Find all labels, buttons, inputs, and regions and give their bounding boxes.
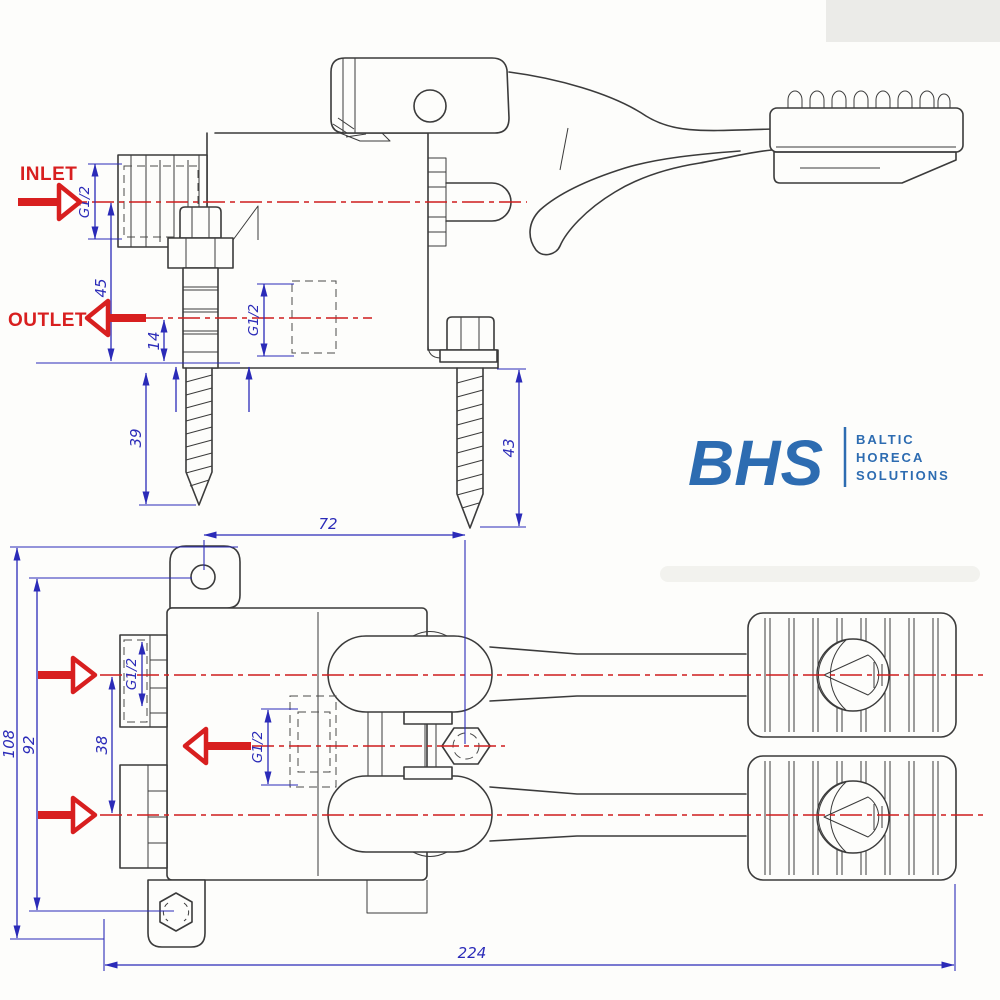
mounting-bolt-right <box>439 316 498 363</box>
dim-label-72: 72 <box>318 515 337 533</box>
dim-224: 224 <box>103 884 956 971</box>
dim-label-outlet-thread-plan: G1/2 <box>250 731 266 763</box>
dim-14: 14 <box>145 319 168 362</box>
plan-outlet-arrow <box>182 726 251 766</box>
dim-label-45: 45 <box>92 278 110 297</box>
inlet-arrow-icon <box>18 198 59 206</box>
dim-outlet-thread-side: G1/2 <box>246 283 294 357</box>
dim-inlet-thread: G1/2 <box>77 163 122 240</box>
dim-label-224: 224 <box>458 944 487 962</box>
bhs-logo: BHS BALTIC HORECA SOLUTIONS <box>688 427 950 499</box>
centerlines <box>18 201 985 816</box>
flow-arrows: INLET OUTLET <box>8 164 251 835</box>
dim-72: 72 <box>203 515 466 744</box>
scan-artifact-smudge <box>660 566 980 582</box>
dimensions-side-view: G1/2 45 14 G1/2 39 43 <box>36 163 526 744</box>
pedal-emblem-crescent <box>817 781 891 853</box>
plan-inlet-upper-arrow <box>38 655 98 695</box>
pedal-pad-side <box>769 90 964 184</box>
dim-label-92: 92 <box>20 735 38 754</box>
outlet-port-dashed-plan <box>289 695 337 788</box>
logo-abbr: BHS <box>688 427 823 499</box>
outlet-port-dashed-side <box>291 280 337 354</box>
dim-92: 92 <box>20 577 192 912</box>
dim-label-43: 43 <box>500 438 518 457</box>
pedal-pivot-bracket <box>330 57 510 134</box>
flow-arrow-icon <box>38 811 73 819</box>
dim-label-port-thread: G1/2 <box>124 658 140 690</box>
dim-port-thread-plan: G1/2 <box>124 641 146 707</box>
wood-screw-left <box>185 367 213 506</box>
mounting-tab-top <box>169 545 241 609</box>
flow-arrow-icon <box>38 671 73 679</box>
dim-39: 39 <box>127 372 196 506</box>
plan-view <box>119 545 957 948</box>
fork-arm-upper <box>327 631 747 713</box>
side-view <box>117 57 964 529</box>
dim-label-14: 14 <box>145 331 163 350</box>
dimensions-plan-view: 108 92 38 G1/2 G1/2 224 <box>0 546 956 971</box>
inlet-label: INLET <box>20 164 77 185</box>
mounting-bolt-left <box>167 205 259 369</box>
dim-label-39: 39 <box>127 428 145 447</box>
logo-word-1: BALTIC <box>856 432 915 447</box>
logo-word-3: SOLUTIONS <box>856 468 950 483</box>
dim-label-outlet-thread-side: G1/2 <box>246 304 262 336</box>
inlet-port-lower-plan <box>119 764 168 869</box>
mounting-tab-bottom <box>147 879 206 948</box>
inlet-marker: INLET <box>18 164 83 222</box>
plan-inlet-lower-arrow <box>38 795 98 835</box>
fork-arm-lower <box>327 775 747 857</box>
logo-word-2: HORECA <box>856 450 924 465</box>
outlet-label: OUTLET <box>8 310 87 331</box>
wood-screw-right <box>456 367 484 529</box>
dim-outlet-thread-plan: G1/2 <box>250 708 298 786</box>
outlet-marker: OUTLET <box>8 298 146 338</box>
dim-label-38: 38 <box>93 735 111 754</box>
dim-38: 38 <box>93 676 116 814</box>
outlet-arrow-icon <box>84 298 111 338</box>
dim-108: 108 <box>0 546 238 940</box>
pedal-pad-lower-plan <box>747 755 957 881</box>
dim-43: 43 <box>480 368 526 528</box>
scan-artifact-corner <box>826 0 1000 42</box>
dim-label-inlet-thread: G1/2 <box>77 186 93 218</box>
dim-45: 45 <box>92 202 115 362</box>
pedal-emblem-circle <box>816 780 890 854</box>
pedal-lever-side <box>508 71 773 256</box>
dim-label-108: 108 <box>0 730 18 759</box>
